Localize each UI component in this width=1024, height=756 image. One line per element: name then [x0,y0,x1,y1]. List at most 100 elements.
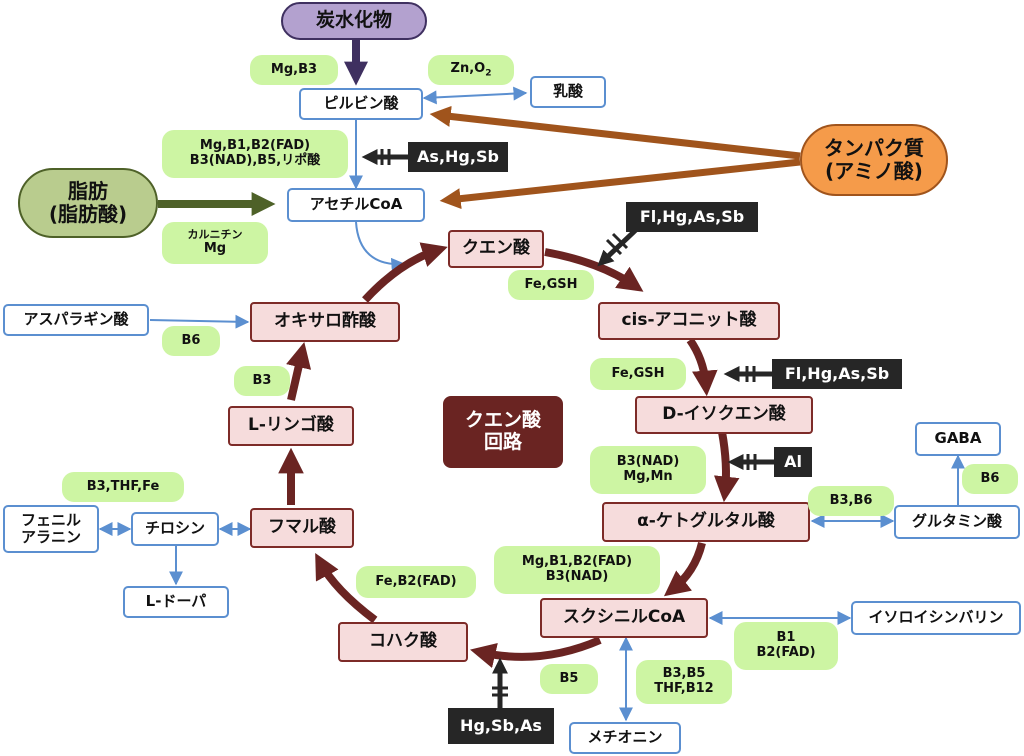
acetyl-coa-node: アセチルCoA [287,188,425,222]
cofactor-b3-thf-fe: B3,THF,Fe [62,472,184,502]
cycle-arrow-cis-iso [686,337,718,397]
cis-aconitate-label: cis-アコニット酸 [621,310,757,331]
cofactor-b3-b6: B3,B6 [808,486,894,516]
asparagine-label: アスパラギン酸 [23,310,129,329]
cofactor-mg-b3-label: Mg,B3 [270,61,318,77]
cofactor-b3-malate-label: B3 [252,372,272,388]
cofactor-kgdh: Mg,B1,B2(FAD) B3(NAD) [494,546,660,594]
cofactor-b5: B5 [540,664,598,694]
succinate-label: コハク酸 [369,631,437,652]
citrate-label: クエン酸 [462,238,530,259]
methionine-node: メチオニン [569,722,681,754]
cofactor-fe-gsh-1-label: Fe,GSH [524,276,578,292]
cycle-title-line1: クエン酸 [464,409,541,432]
tyrosine-label: チロシン [144,519,205,538]
malate-label: L-リンゴ酸 [248,415,334,436]
cofactor-fe-gsh-1: Fe,GSH [508,270,594,300]
cofactor-b6-gaba: B6 [962,464,1018,494]
asparagine-node: アスパラギン酸 [3,304,149,336]
inhibitor-aconitase: Fl,Hg,As,Sb [772,359,902,389]
lactate-label: 乳酸 [552,82,583,101]
phenylalanine-node: フェニル アラニン [3,505,99,553]
methionine-label: メチオニン [587,728,663,747]
cycle-title-line2: 回路 [483,431,522,453]
protein-label-line1: タンパク質 [824,136,924,160]
alpha-kg-node: α-ケトグルタル酸 [602,502,810,542]
pyruvate-node: ピルビン酸 [299,88,423,120]
inhibitor-aconitase-label: Fl,Hg,As,Sb [784,363,890,383]
cofactor-pdh-line1: Mg,B1,B2(FAD) [199,138,311,154]
cofactor-zn-o2: Zn,O2 [428,55,514,85]
carbohydrate-label: 炭水化物 [315,9,392,32]
glutamate-node: グルタミン酸 [894,505,1020,539]
phenylalanine-label-line2: アラニン [20,528,81,546]
inhibitor-citrate-label: Fl,Hg,As,Sb [639,206,745,226]
inhibitor-idh: Al [774,447,812,477]
cycle-arrow-mal-oxa [286,342,312,401]
lactate-node: 乳酸 [530,76,606,108]
succinyl-coa-label: スクシニルCoA [562,607,686,628]
l-dopa-node: L-ドーパ [123,586,229,618]
alpha-kg-label: α-ケトグルタル酸 [637,511,775,532]
inhibitor-idh-label: Al [784,451,802,471]
cofactor-fe-gsh-2: Fe,GSH [590,358,686,390]
inhibitor-citrate: Fl,Hg,As,Sb [626,202,758,232]
fumarate-label: フマル酸 [268,517,336,538]
cofactor-zn-o2-label: Zn,O2 [450,60,492,79]
cofactor-b6-asp-label: B6 [181,332,201,348]
fat-label-line2: (脂肪酸) [48,202,128,226]
inhibitor-bar [611,232,629,250]
cofactor-idh-line2: Mg,Mn [623,469,673,484]
pyruvate-label: ピルビン酸 [323,94,399,113]
cofactor-methionine: B3,B5 THF,B12 [636,660,732,704]
cofactor-b3-malate: B3 [234,366,290,396]
cofactor-b1-b2: B1 B2(FAD) [734,622,838,670]
carbohydrate-node: 炭水化物 [281,2,427,40]
cofactor-idh-line1: B3(NAD) [616,454,680,470]
cofactor-b5-label: B5 [559,670,579,686]
cycle-arrow-citrate-cis [544,248,644,292]
cofactor-pdh: Mg,B1,B2(FAD) B3(NAD),B5,リポ酸 [162,130,348,178]
cycle-arrow-akg-scoa [663,541,706,597]
gaba-label: GABA [934,429,982,448]
cofactor-methionine-line2: THF,B12 [654,681,714,696]
citrate-node: クエン酸 [448,230,544,268]
malate-node: L-リンゴ酸 [228,406,354,446]
cofactor-fe-b2: Fe,B2(FAD) [356,566,476,598]
inhibitor-pdh: As,Hg,Sb [408,142,508,172]
fat-node: 脂肪 (脂肪酸) [18,168,158,238]
cofactor-carnitine-line2: Mg [203,240,227,256]
isocitrate-node: D-イソクエン酸 [635,396,813,434]
cofactor-pdh-line2: B3(NAD),B5,リポ酸 [189,153,321,168]
tyrosine-node: チロシン [131,512,219,546]
cycle-arrow-iso-akg [713,431,740,503]
succinyl-coa-node: スクシニルCoA [540,598,708,638]
protein-label-line2: (アミノ酸) [825,159,923,183]
cofactor-b6-asp: B6 [162,326,220,356]
inhibitor-bar [605,238,623,256]
l-dopa-label: L-ドーパ [145,592,207,611]
cycle-arrow-succ-fum [315,552,378,624]
isocitrate-label: D-イソクエン酸 [662,404,786,425]
acetyl-coa-label: アセチルCoA [309,195,403,214]
pyruvate-lactate-link [422,86,528,105]
ile-val-label: イソロイシンバリン [868,608,1004,627]
inhibitor-succinyl-label: Hg,Sb,As [460,715,542,735]
oxaloacetate-node: オキサロ酢酸 [250,302,400,342]
protein-node: タンパク質 (アミノ酸) [800,124,948,196]
gaba-node: GABA [915,422,1001,456]
cycle-arrow-scoa-succ [470,636,602,668]
cofactor-b1-b2-line1: B1 [776,630,796,646]
cycle-title: クエン酸 回路 [443,396,563,468]
cofactor-fe-b2-label: Fe,B2(FAD) [375,573,457,589]
cofactor-idh: B3(NAD) Mg,Mn [590,446,706,494]
glutamate-label: グルタミン酸 [911,512,1002,531]
acetylcoa-citrate-link [355,221,406,272]
cofactor-carnitine: カルニチン Mg [162,222,268,264]
asparagine-oxaloacetate-link [149,314,250,329]
protein-to-pyruvate-arrow [429,105,801,160]
cofactor-carnitine-line1: カルニチン [187,228,243,242]
inhibitor-pdh-label: As,Hg,Sb [417,146,499,166]
cis-aconitate-node: cis-アコニット酸 [598,302,780,340]
